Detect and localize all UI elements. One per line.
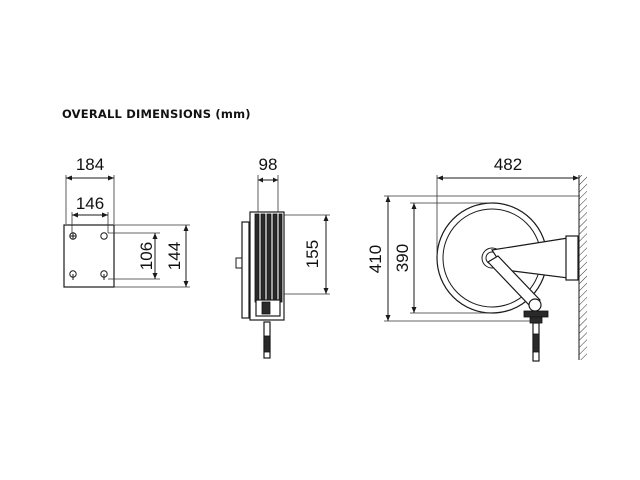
dim-146: 146 [76, 194, 104, 213]
dim-144: 144 [165, 242, 184, 270]
dim-184: 184 [76, 155, 104, 174]
side-mount-plate [241, 221, 250, 319]
dim-98: 98 [259, 155, 278, 174]
diagram-title: OVERALL DIMENSIONS (mm) [62, 107, 251, 121]
guide-roller [523, 310, 549, 318]
side-view: 98 155 [235, 155, 330, 359]
mounting-holes [69, 232, 108, 280]
dim-390: 390 [393, 244, 412, 272]
dim-410: 410 [366, 245, 385, 273]
bracket-view: 184 146 106 144 [63, 155, 190, 288]
dim-482: 482 [494, 155, 522, 174]
front-view: 482 410 390 [366, 155, 587, 362]
wall-hatch [579, 175, 587, 360]
wall-bracket [565, 235, 579, 281]
swing-arm [487, 255, 541, 307]
dim-106: 106 [137, 242, 156, 270]
dim-155: 155 [303, 240, 322, 268]
